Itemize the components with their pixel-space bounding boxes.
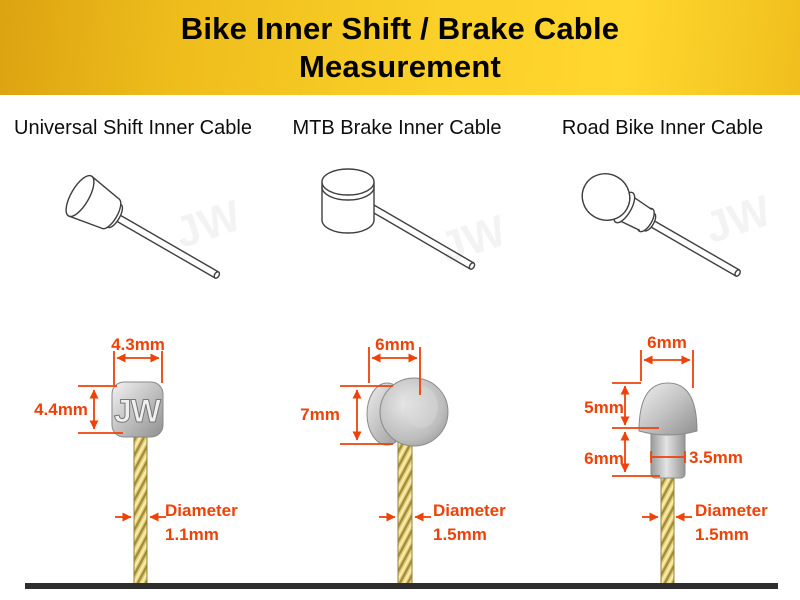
shift-cable-sketch <box>65 174 221 279</box>
dim-diameter-label: Diameter <box>695 501 768 520</box>
head-marking-text: JW <box>114 393 162 429</box>
dim-head-height: 4.4mm <box>34 400 88 419</box>
dim-diameter-value: 1.5mm <box>695 525 749 544</box>
shift-dimension-lines <box>78 351 166 522</box>
dim-neck-width: 3.5mm <box>689 448 743 467</box>
mtb-cable-sketch <box>321 168 476 270</box>
page-title: Bike Inner Shift / Brake Cable Measureme… <box>181 10 619 86</box>
shift-cable-wire <box>133 434 148 586</box>
road-cable-wire <box>660 474 675 586</box>
dim-head-width: 4.3mm <box>111 335 165 354</box>
road-cable-sketch <box>581 173 741 277</box>
road-cable-photo: 6mm 5mm 6mm 3.5mm Diameter 1.5mm <box>584 333 768 586</box>
column-label-mtb-brake: MTB Brake Inner Cable <box>292 117 502 139</box>
mtb-cable-photo: 6mm 7mm Diameter 1.5mm <box>300 335 506 586</box>
bottom-divider <box>25 583 778 589</box>
road-cable-head <box>638 382 698 479</box>
dim-diameter-value: 1.1mm <box>165 525 219 544</box>
dim-diameter-label: Diameter <box>433 501 506 520</box>
mtb-cable-head <box>366 377 449 447</box>
shift-cable-head <box>111 381 164 438</box>
dim-head-height: 7mm <box>300 405 340 424</box>
dim-head-width: 6mm <box>375 335 415 354</box>
dim-cap-height: 5mm <box>584 398 624 417</box>
mtb-dimension-lines <box>340 347 431 522</box>
road-dimension-lines <box>612 350 694 522</box>
dim-diameter-label: Diameter <box>165 501 238 520</box>
dim-diameter-value: 1.5mm <box>433 525 487 544</box>
page-title-line2: Measurement <box>298 48 502 84</box>
page-title-line1: Bike Inner Shift / Brake Cable <box>180 10 620 46</box>
shift-cable-photo: JW 4.3mm 4.4mm Diameter 1.1mm <box>34 335 238 586</box>
dim-head-width: 6mm <box>647 333 687 352</box>
header-banner: Bike Inner Shift / Brake Cable Measureme… <box>0 0 800 95</box>
mtb-cable-wire <box>397 424 413 586</box>
dim-neck-height: 6mm <box>584 449 624 468</box>
column-label-road-bike: Road Bike Inner Cable <box>561 117 764 139</box>
column-label-universal-shift: Universal Shift Inner Cable <box>14 117 252 139</box>
